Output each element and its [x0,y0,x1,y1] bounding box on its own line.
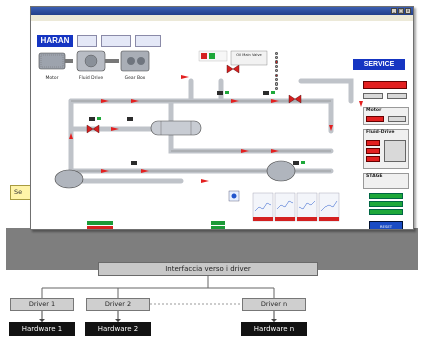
hardware-1-box: Hardware 1 [9,322,75,336]
brand-logo: HARAN [37,35,73,47]
trend-panels [252,192,340,222]
fluid-button-3[interactable] [366,156,380,162]
oil-valve-panel [230,50,268,66]
oil-valve-label: Oil Main Valve [236,53,262,57]
status-item [275,64,280,68]
valve-status-list [57,221,127,229]
list-item [149,221,249,226]
aux-button-2[interactable] [387,93,407,99]
hardware-n-box: Hardware n [241,322,307,336]
process-diagram: Motor Fluid Drive Gear Box [38,50,363,222]
start-button[interactable] [369,193,403,199]
gear-box-icon [120,50,150,72]
header-cell-3 [135,35,161,47]
driver-interface-box: Interfaccia verso i driver [98,262,318,276]
header-cell-2 [101,35,131,47]
flow-arrows [69,75,363,183]
green-sensors [97,91,305,164]
status-indicator-list [275,51,280,91]
status-item [275,55,280,60]
run-button[interactable] [369,201,403,207]
gear-box-label: Gear Box [125,75,146,81]
motor-icon [38,52,73,70]
scada-window: _ □ × HARAN SERVICE [30,6,414,230]
service-button[interactable]: SERVICE [353,59,405,70]
window-titlebar: _ □ × [31,7,413,15]
list-item [57,221,127,225]
window-menubar [31,15,413,21]
measurement-list [149,221,249,229]
driver-2-box: Driver 2 [86,298,150,311]
driver-1-box: Driver 1 [10,298,74,311]
status-item [275,86,280,90]
hw-arrow-1 [39,319,45,322]
list-item [57,225,127,229]
right-tank-icon [266,160,296,182]
status-item [275,73,280,77]
header-cell-1 [77,35,97,47]
right-control-panel: Motor Fluid-Drive STAGE RESET [363,107,409,229]
motor-label: Motor [45,75,58,81]
settings-widget-dot [231,193,237,199]
fluid-drive-icon [76,50,119,72]
list-item [149,225,249,229]
motor-panel: Motor [363,107,409,125]
motor-stop-button[interactable] [366,116,384,122]
hw-arrow-2 [115,319,121,322]
heat-exchanger-icon [150,120,202,136]
fluid-status-box [384,140,406,162]
alarm-indicator-button[interactable] [363,81,407,89]
window-controls: _ □ × [391,8,411,14]
pipe-outline [71,100,331,172]
red-indicator [201,53,207,59]
maximize-icon[interactable]: □ [398,8,404,14]
stage-panel: STAGE [363,173,409,189]
pipe-network [58,78,354,184]
fluid-button-2[interactable] [366,148,380,154]
close-icon[interactable]: × [405,8,411,14]
stage-panel-title: STAGE [366,174,383,179]
fluid-drive-panel-title: Fluid-Drive [366,130,395,135]
left-tank-icon [54,169,84,189]
aux-button-1[interactable] [363,93,383,99]
reset-button[interactable]: RESET [369,221,403,229]
status-item [275,82,280,86]
minimize-icon[interactable]: _ [391,8,397,14]
status-item [275,51,280,55]
instrument-boxes [89,91,299,165]
fluid-drive-label: Fluid Drive [79,75,103,81]
fluid-drive-panel: Fluid-Drive [363,129,409,169]
status-item [275,69,280,73]
hardware-2-box: Hardware 2 [85,322,151,336]
status-item [275,77,280,82]
auto-button[interactable] [369,209,403,215]
valve-icons [86,64,302,134]
fluid-button-1[interactable] [366,140,380,146]
process-canvas: HARAN SERVICE [31,21,413,229]
motor-panel-title: Motor [366,108,382,113]
green-indicator [209,53,215,59]
status-item [275,60,280,64]
hw-arrow-n [271,319,277,322]
motor-mode-button[interactable] [388,116,406,122]
driver-n-box: Driver n [242,298,306,311]
